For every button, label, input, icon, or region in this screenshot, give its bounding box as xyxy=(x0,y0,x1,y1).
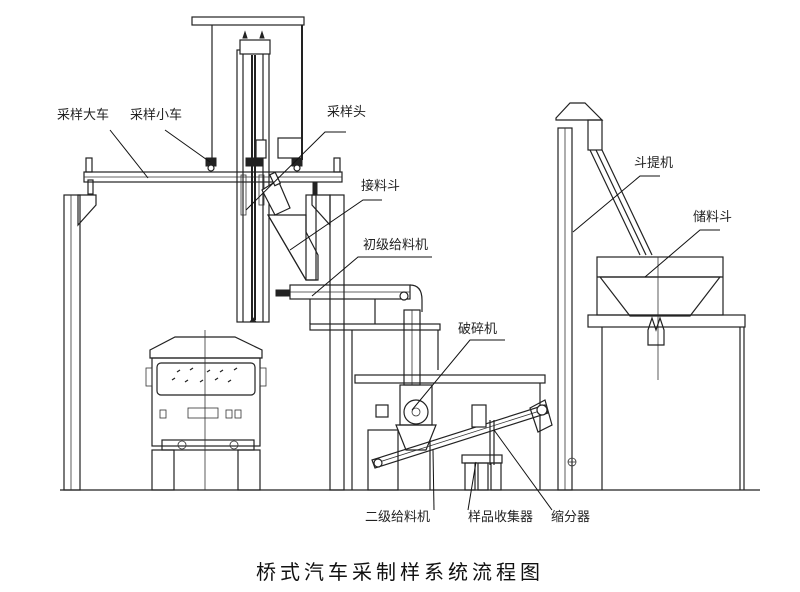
divider xyxy=(471,399,553,465)
secondary-feeder xyxy=(367,404,549,491)
label-secondary-feeder: 二级给料机 xyxy=(365,510,431,525)
receiving-hopper xyxy=(266,182,319,281)
truck-cargo-dots xyxy=(171,367,238,383)
label-sampling-head: 采样头 xyxy=(327,105,367,120)
storage-platform xyxy=(587,314,746,490)
left-gantry-column xyxy=(63,179,97,491)
label-sample-collector: 样品收集器 xyxy=(468,510,534,525)
leader-big-cart xyxy=(109,129,149,179)
leader-secondary-feeder xyxy=(432,449,435,511)
diagram-title: 桥式汽车采制样系统流程图 xyxy=(256,560,544,584)
feeder-platform xyxy=(309,299,441,490)
right-gantry-column xyxy=(311,194,345,491)
bucket-elevator xyxy=(555,102,653,491)
storage-hopper xyxy=(596,256,724,380)
truck xyxy=(145,330,267,491)
label-small-cart: 采样小车 xyxy=(130,108,183,123)
label-divider: 缩分器 xyxy=(551,510,591,525)
leader-sample-collector xyxy=(467,461,477,511)
small-cart-wheel-left xyxy=(205,157,217,172)
sampling-head xyxy=(261,171,291,216)
primary-feeder xyxy=(275,284,423,386)
leader-divider xyxy=(493,429,553,511)
leader-receiving-hopper xyxy=(289,199,382,251)
small-cart-frame xyxy=(191,16,305,172)
label-crusher: 破碎机 xyxy=(458,322,498,337)
label-bucket-elevator: 斗提机 xyxy=(634,156,674,171)
leader-bucket-elevator xyxy=(572,175,660,233)
leader-sampling-head xyxy=(245,131,346,211)
crusher xyxy=(354,374,546,490)
small-cart-wheel-right xyxy=(291,157,303,172)
label-storage-hopper: 储料斗 xyxy=(693,210,733,225)
sample-collector xyxy=(461,454,503,491)
leader-crusher xyxy=(411,339,505,411)
leader-small-cart xyxy=(164,129,211,163)
leader-storage-hopper xyxy=(644,229,720,278)
label-big-cart: 采样大车 xyxy=(57,108,110,123)
leader-primary-feeder xyxy=(311,256,432,297)
label-primary-feeder: 初级给料机 xyxy=(363,238,429,253)
label-receiving-hopper: 接料斗 xyxy=(361,179,401,194)
big-cart-beam xyxy=(83,157,343,183)
